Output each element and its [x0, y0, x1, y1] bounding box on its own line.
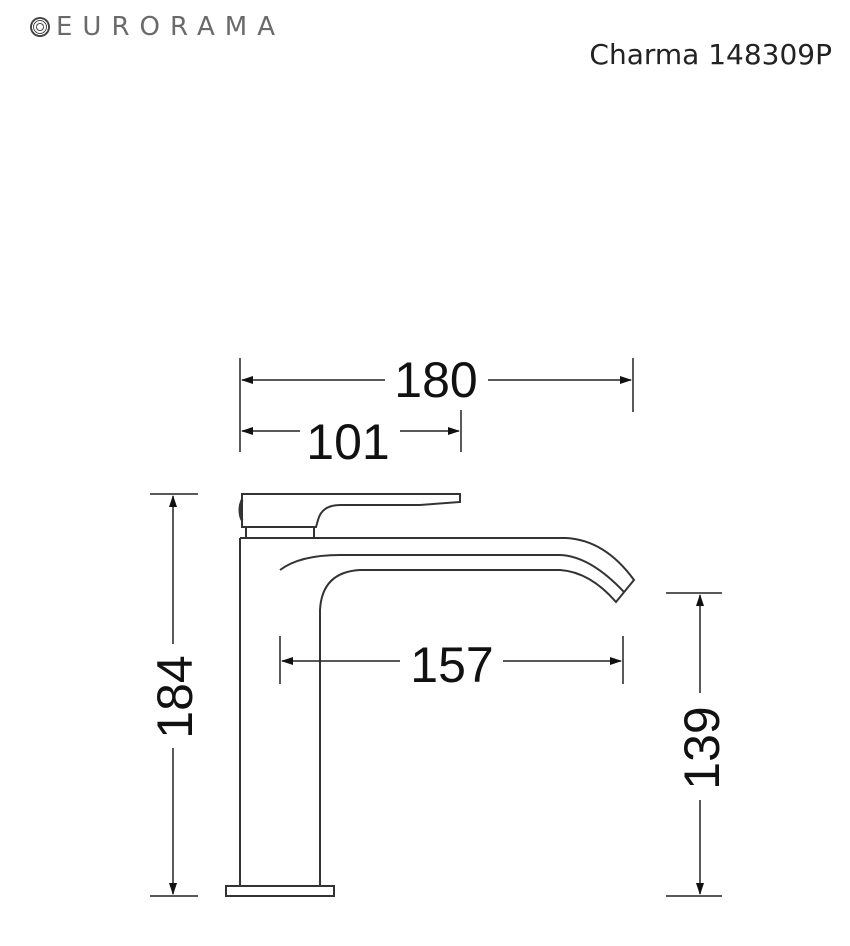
dim-label-180: 180 — [394, 352, 477, 408]
dim-label-139: 139 — [674, 706, 730, 789]
handle-lever — [241, 493, 461, 528]
brand-logo: EURORAMA — [30, 10, 285, 44]
dimension-handle-reach — [239, 410, 462, 452]
brand-name: EURORAMA — [56, 12, 286, 42]
dimension-spout-reach — [279, 636, 624, 684]
model-title: Charma 148309P — [589, 38, 832, 71]
faucet-outline — [225, 493, 636, 897]
dimension-overall-height — [150, 493, 198, 897]
dimension-overall-width — [239, 358, 634, 412]
dimension-spout-height — [666, 592, 722, 897]
dim-label-184: 184 — [147, 655, 203, 738]
dim-label-157: 157 — [410, 637, 493, 693]
faucet-base — [225, 885, 335, 897]
eurorama-logo-icon — [30, 17, 50, 37]
dim-label-101: 101 — [306, 414, 389, 470]
faucet-spout — [240, 537, 636, 886]
